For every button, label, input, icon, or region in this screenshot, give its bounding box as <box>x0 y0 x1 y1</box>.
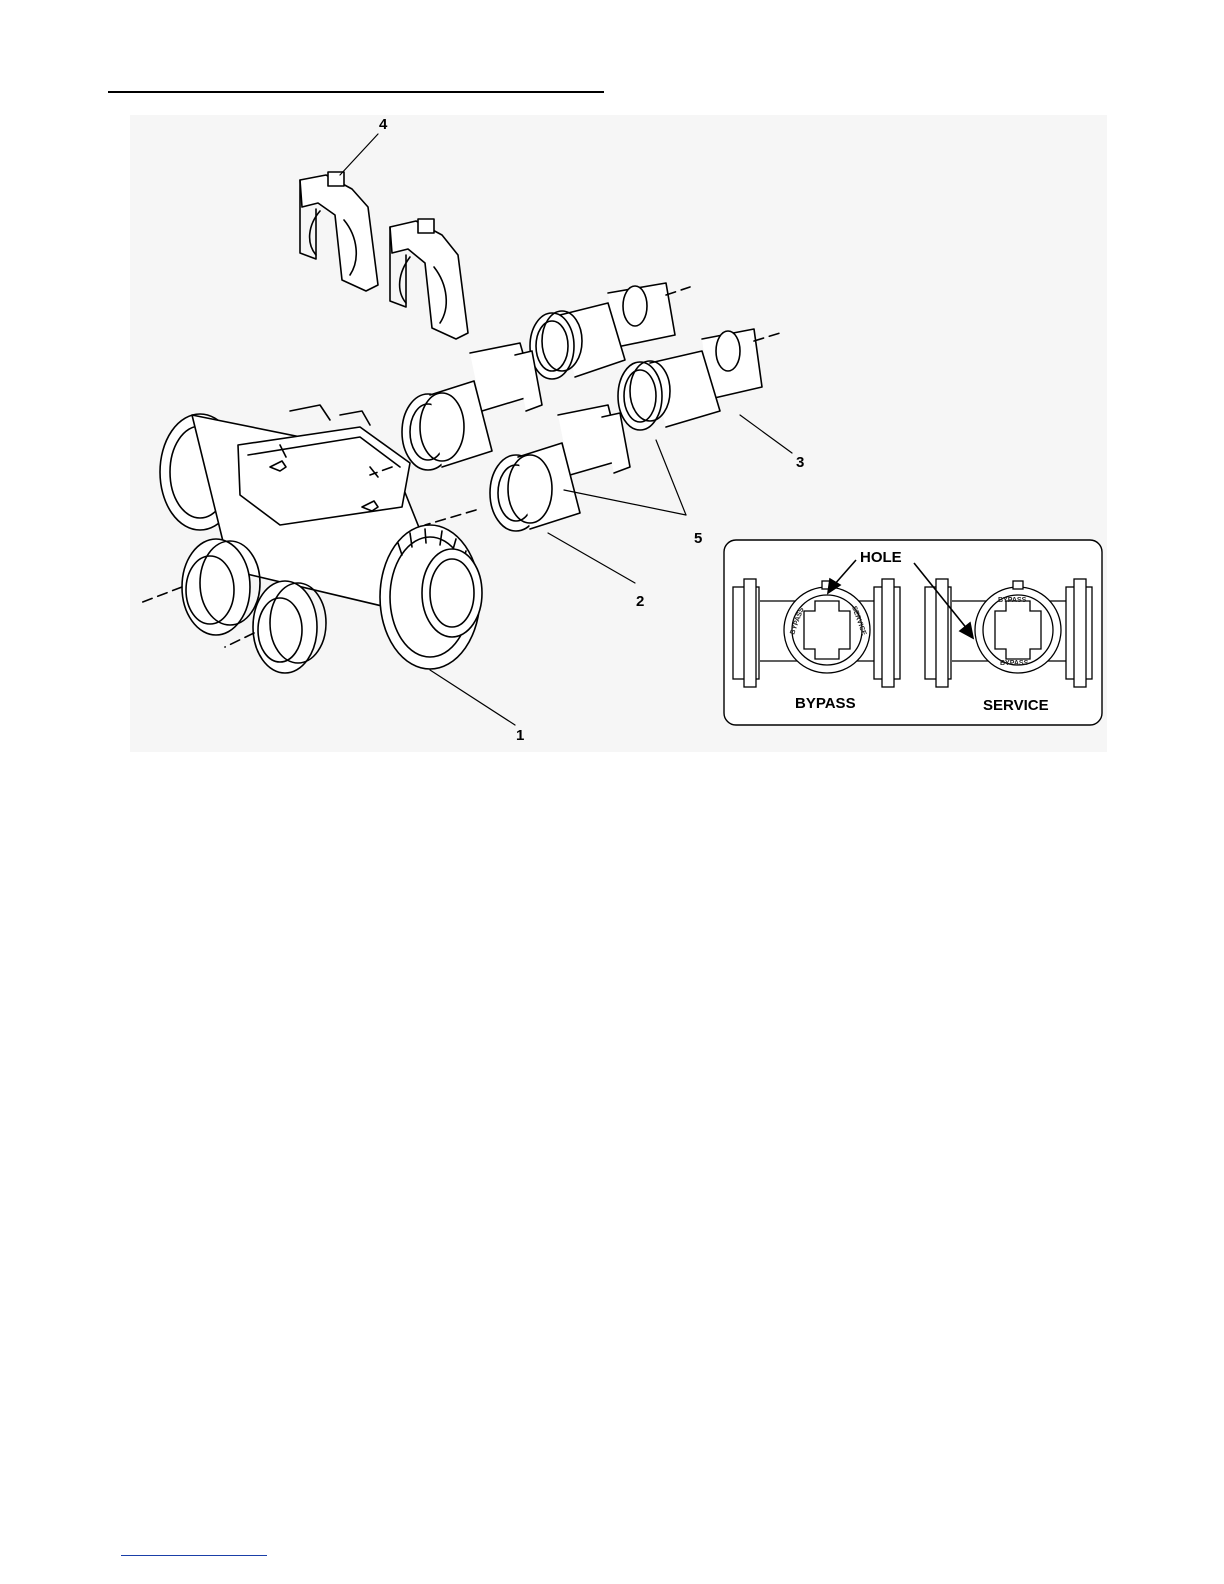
inset-valve-service <box>925 579 1092 687</box>
service-ring-label-bottom: BYPASS <box>1000 660 1029 667</box>
footer-link-rule <box>121 1555 267 1556</box>
pipe-stub-part-3-lower <box>618 329 780 430</box>
callout-1: 1 <box>516 727 524 744</box>
exploded-diagram: 4 3 5 2 1 BYPASS SERVICE <box>130 115 1107 752</box>
inset-valve-bypass <box>733 579 900 687</box>
clip-part-4 <box>300 172 468 339</box>
bypass-service-inset: BYPASS SERVICE BYPASS BYPASS <box>724 540 1102 725</box>
hole-label: HOLE <box>860 549 902 566</box>
callout-3: 3 <box>796 454 804 471</box>
callout-2: 2 <box>636 593 644 610</box>
callout-5: 5 <box>694 530 702 547</box>
service-ring-label-top: BYPASS <box>998 597 1027 604</box>
header-rule <box>108 91 604 93</box>
callout-4: 4 <box>379 116 388 133</box>
service-label: SERVICE <box>983 697 1049 714</box>
exploded-view-figure: 4 3 5 2 1 BYPASS SERVICE <box>130 115 1107 752</box>
bypass-label: BYPASS <box>795 695 856 712</box>
